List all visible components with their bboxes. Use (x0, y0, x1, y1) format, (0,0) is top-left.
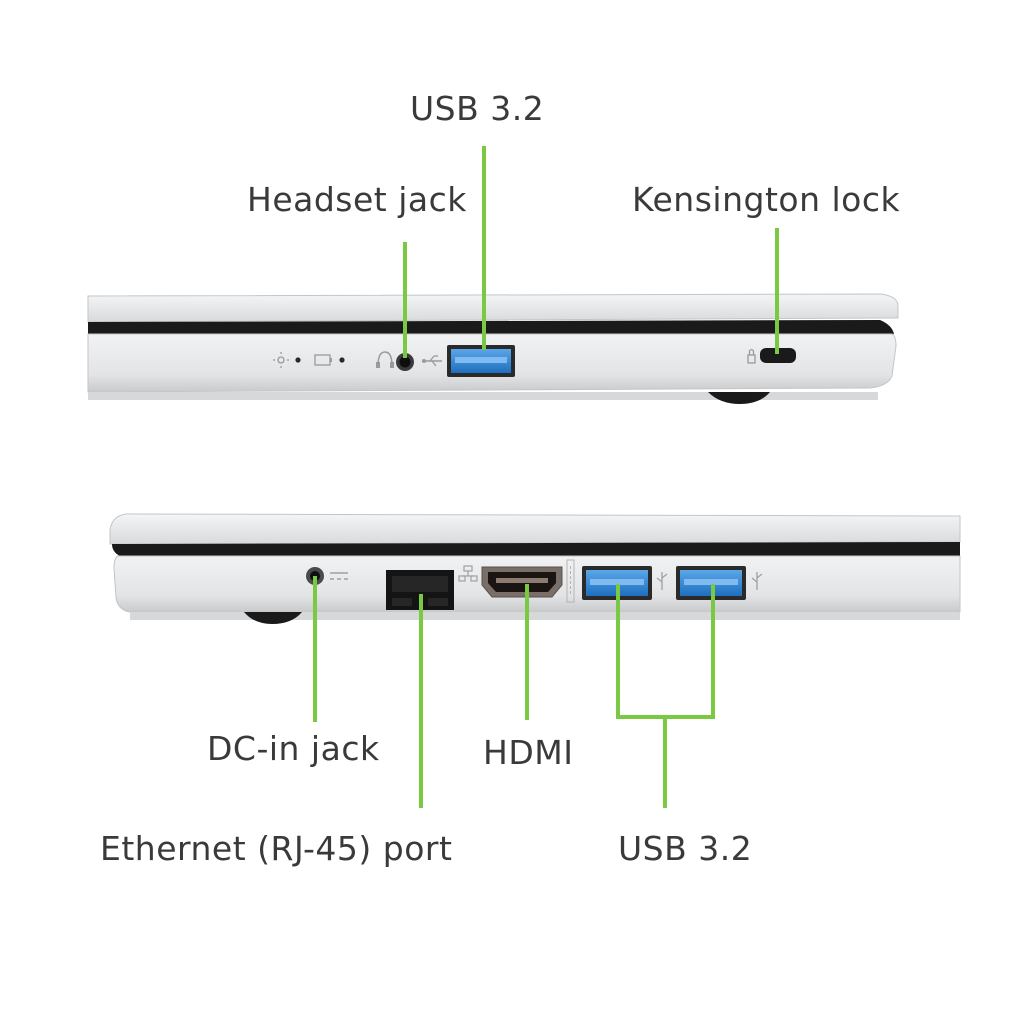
hdmi-port (481, 566, 563, 598)
label-hdmi: HDMI (483, 733, 574, 772)
hinge-gap-top (88, 320, 894, 334)
hinge-gap-bottom (112, 542, 960, 556)
lid-top (87, 293, 899, 323)
hdmi-glyph-icon (566, 559, 575, 603)
base-shadow-top (88, 392, 878, 400)
label-dc-in-jack: DC-in jack (207, 729, 380, 768)
label-kensington-lock: Kensington lock (632, 180, 901, 219)
usb-port-left (447, 345, 515, 377)
network-glyph-icon (458, 565, 478, 582)
label-headset-jack: Headset jack (247, 180, 467, 219)
base-shadow-bottom (130, 612, 960, 620)
lid-bottom (109, 513, 961, 545)
kensington-lock-slot (760, 348, 796, 363)
battery-led-icon (314, 354, 345, 366)
usb-port-right-1 (582, 566, 652, 600)
lock-glyph-icon (747, 348, 756, 364)
usb-glyph-icon-2 (656, 572, 668, 590)
label-usb-bottom: USB 3.2 (618, 829, 753, 868)
headset-jack-port (396, 353, 414, 371)
usb-glyph-icon (422, 355, 442, 367)
laptop-right-side (109, 513, 961, 624)
label-usb-top: USB 3.2 (410, 89, 545, 128)
label-ethernet-port: Ethernet (RJ-45) port (100, 829, 453, 868)
rubber-foot-top (708, 392, 770, 404)
power-led-icon (273, 352, 301, 368)
callout-lines (313, 146, 779, 808)
dc-glyph-icon (330, 572, 348, 580)
headset-glyph-icon (376, 351, 394, 368)
rubber-foot-bottom (244, 612, 302, 624)
usb-glyph-icon-3 (751, 572, 763, 590)
laptop-left-side (87, 293, 899, 404)
